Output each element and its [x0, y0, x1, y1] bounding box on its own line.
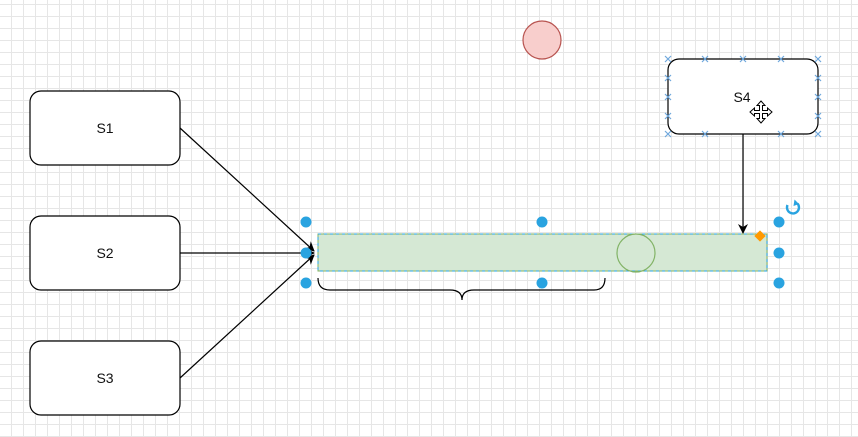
curly-brace-shape[interactable] — [317, 277, 606, 301]
resize-handle-se[interactable] — [773, 277, 785, 289]
rotate-icon[interactable] — [785, 199, 801, 215]
edge-s3-to-bar[interactable] — [179, 254, 315, 379]
resize-handle-n[interactable] — [536, 216, 548, 228]
node-s2-label: S2 — [96, 245, 114, 261]
red-circle-shape[interactable] — [522, 20, 562, 60]
node-s4-label: S4 — [733, 89, 751, 105]
green-bar-shape[interactable] — [317, 233, 768, 272]
resize-handle-nw[interactable] — [300, 216, 312, 228]
selection-handles — [300, 216, 785, 289]
resize-handle-ne[interactable] — [773, 216, 785, 228]
orange-shape-handle[interactable] — [754, 230, 766, 242]
resize-handle-e[interactable] — [773, 247, 785, 259]
selection-outline — [317, 233, 768, 272]
resize-handle-s[interactable] — [536, 277, 548, 289]
edge-s1-to-bar[interactable] — [179, 127, 315, 252]
move-cursor-icon — [749, 100, 773, 124]
resize-handle-sw[interactable] — [300, 277, 312, 289]
green-circle-shape[interactable] — [616, 233, 656, 273]
node-s1-label: S1 — [96, 120, 114, 136]
resize-handle-w[interactable] — [300, 247, 312, 259]
s4-connection-anchors — [664, 55, 822, 138]
node-s3-label: S3 — [96, 370, 114, 386]
